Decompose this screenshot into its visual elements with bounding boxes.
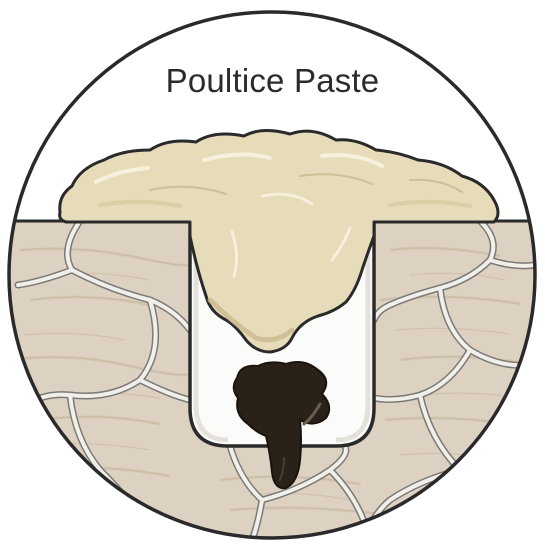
diagram-title: Poultice Paste <box>0 62 545 100</box>
